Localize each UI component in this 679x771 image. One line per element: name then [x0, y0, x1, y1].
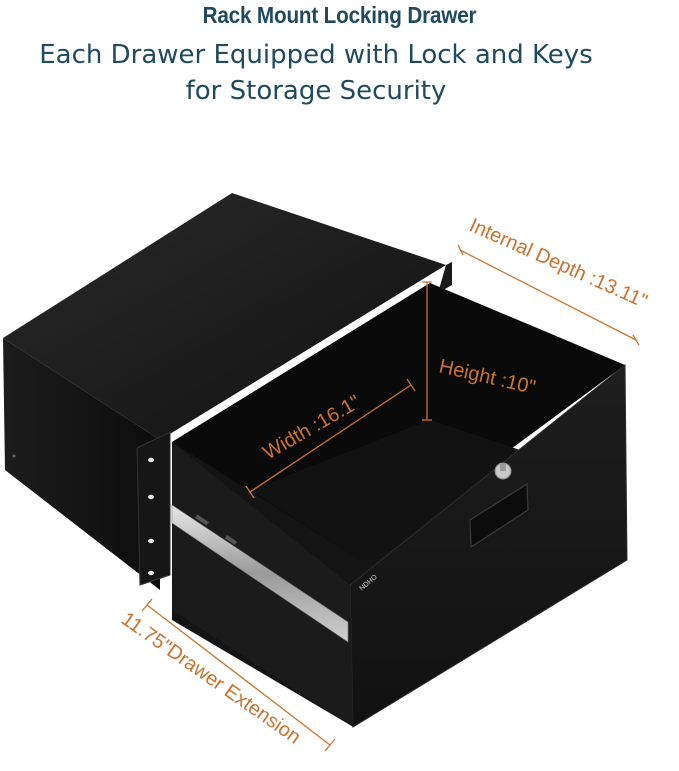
internal-depth-label: Internal Depth :13.11" — [466, 214, 651, 312]
width-dimension-line — [249, 384, 412, 493]
internal-depth-dimension-line — [459, 249, 637, 341]
cabinet-top — [3, 193, 446, 440]
drawer-slide-rail — [171, 504, 349, 643]
cabinet-side — [3, 338, 160, 590]
subtitle-line-1: Each Drawer Equipped with Lock and Keys — [39, 40, 593, 70]
slide-rail-holes — [195, 514, 238, 545]
rack-ear — [136, 431, 171, 586]
product-title: Rack Mount Locking Drawer — [202, 2, 477, 28]
drawer-handle — [469, 482, 529, 549]
rack-ear-holes — [148, 457, 154, 576]
subtitle-line-2: for Storage Security — [185, 76, 447, 106]
extension-dimension-line — [146, 604, 331, 746]
cabinet-rear-edge — [438, 262, 452, 293]
